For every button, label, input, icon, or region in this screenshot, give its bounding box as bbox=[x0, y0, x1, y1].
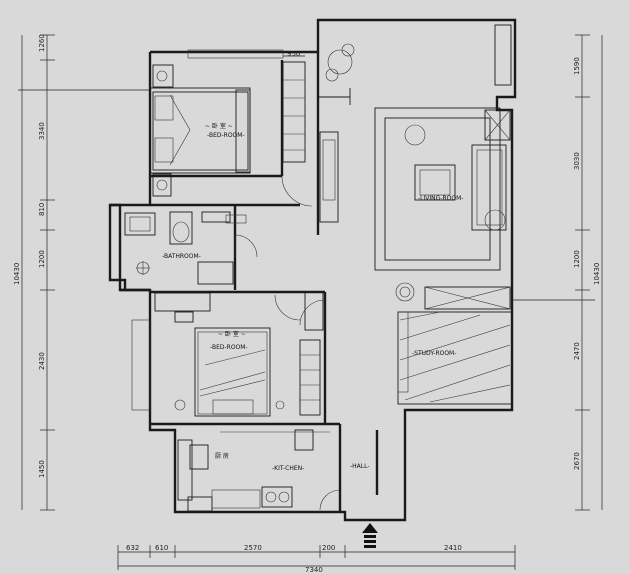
bedroom-furniture bbox=[149, 49, 306, 197]
kitchen-door-swing bbox=[319, 489, 341, 511]
plant-icon bbox=[325, 43, 355, 82]
bedroom-label: -BED-ROOM- bbox=[207, 132, 245, 139]
second-bedroom-label-cn: ~ 卧 室 ~ bbox=[218, 330, 246, 338]
corridor-door-swing-2 bbox=[274, 294, 301, 321]
second-bedroom-furniture bbox=[131, 291, 324, 417]
dim-right-4: 2470 bbox=[573, 342, 581, 360]
dim-bottom-total: 7340 bbox=[305, 566, 323, 574]
dim-left-2: 3340 bbox=[38, 122, 46, 140]
dim-right-total: 10430 bbox=[593, 263, 601, 285]
kitchen-label: -KIT-CHEN- bbox=[272, 465, 304, 472]
dim-bottom-2: 610 bbox=[155, 544, 168, 552]
dimension-lines bbox=[18, 34, 603, 570]
dim-bottom-5: 2410 bbox=[444, 544, 462, 552]
dim-bottom-3: 2570 bbox=[244, 544, 262, 552]
exterior-walls bbox=[108, 18, 517, 522]
dim-left-4: 1200 bbox=[38, 250, 46, 268]
corridor-door-swing bbox=[281, 175, 313, 207]
entrance-arrow bbox=[362, 523, 378, 548]
study-room-label: -STUDY-ROOM- bbox=[412, 350, 456, 357]
kitchen-label-cn: 厨 房 bbox=[215, 452, 229, 460]
dim-left-1: 1260 bbox=[38, 34, 46, 52]
dim-left-5: 2430 bbox=[38, 352, 46, 370]
dim-bottom-4: 200 bbox=[322, 544, 335, 552]
dim-left-total: 10430 bbox=[13, 263, 21, 285]
dim-right-1: 1590 bbox=[573, 57, 581, 75]
dim-top-1: 950 bbox=[287, 50, 300, 58]
second-bedroom-door-swing bbox=[299, 299, 326, 326]
bedroom-label-cn: ~ 卧 室 ~ bbox=[205, 122, 233, 130]
dim-right-2: 3030 bbox=[573, 152, 581, 170]
living-room-furniture bbox=[319, 24, 512, 302]
bathroom-fixtures bbox=[124, 211, 247, 285]
dim-right-5: 2670 bbox=[573, 452, 581, 470]
kitchen-fixtures bbox=[177, 429, 330, 512]
bathroom-door-swing bbox=[234, 234, 258, 258]
dim-left-6: 1450 bbox=[38, 460, 46, 478]
second-bedroom-label: -BED-ROOM- bbox=[210, 344, 248, 351]
hall-label: -HALL- bbox=[350, 463, 370, 470]
plant-icon bbox=[395, 282, 415, 302]
dim-left-3: 810 bbox=[38, 203, 46, 216]
bathroom-label: -BATHROOM- bbox=[162, 253, 201, 260]
study-room-furniture bbox=[397, 286, 513, 405]
dim-right-3: 1200 bbox=[573, 250, 581, 268]
dim-bottom-1: 632 bbox=[126, 544, 139, 552]
living-room-label: -LIVING-ROOM- bbox=[418, 195, 463, 202]
